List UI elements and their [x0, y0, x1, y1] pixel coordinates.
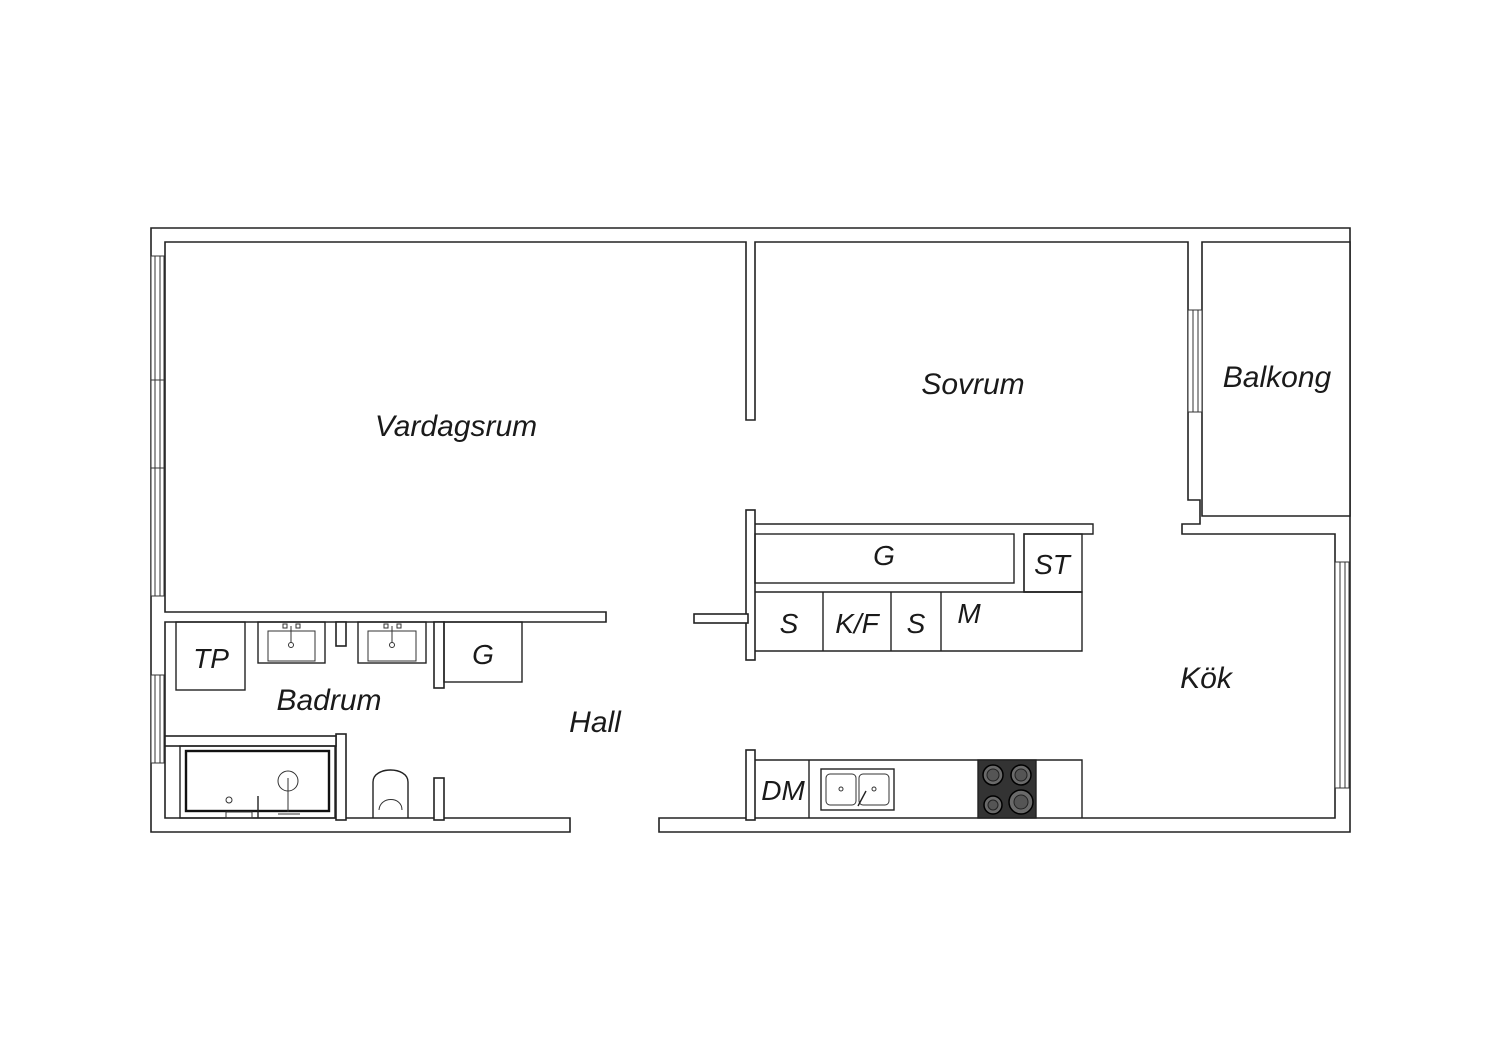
room-label-badrum: Badrum	[276, 684, 381, 717]
stove-icon	[977, 759, 1037, 819]
room-label-kok: Kök	[1180, 662, 1234, 695]
fixture-label-g-bath: G	[472, 639, 494, 670]
outer-walls	[150, 227, 1351, 833]
fixture-label-kf: K/F	[835, 608, 880, 639]
fixture-label-st: ST	[1034, 549, 1072, 580]
bathroom-fixtures	[175, 621, 523, 819]
interior-walls	[164, 509, 756, 821]
fixture-label-g-wardrobe: G	[873, 540, 895, 571]
washbasin-icon	[357, 621, 427, 664]
fixture-label-dm: DM	[761, 775, 805, 806]
room-label-sovrum: Sovrum	[921, 368, 1024, 401]
sink-icon	[820, 768, 895, 811]
bath-cabinet	[443, 621, 523, 683]
bathtub-icon	[179, 745, 336, 819]
wardrobe-block	[754, 523, 1094, 652]
room-label-hall: Hall	[569, 706, 622, 739]
room-label-balkong: Balkong	[1223, 361, 1332, 394]
washbasin-icon	[257, 621, 326, 664]
fixture-label-s1: S	[780, 608, 799, 639]
fixture-labels: TP G G ST S K/F S M DM	[193, 540, 1072, 806]
room-label-vardagsrum: Vardagsrum	[375, 410, 537, 443]
tp-cabinet	[175, 621, 246, 691]
kitchen-counter	[755, 759, 1083, 819]
windows	[150, 255, 1350, 789]
toilet-icon	[372, 769, 409, 818]
room-labels: Vardagsrum Sovrum Balkong Badrum Hall Kö…	[276, 361, 1331, 739]
fixture-label-m: M	[957, 598, 981, 629]
fixture-label-tp: TP	[193, 643, 229, 674]
fixture-label-s2: S	[907, 608, 926, 639]
